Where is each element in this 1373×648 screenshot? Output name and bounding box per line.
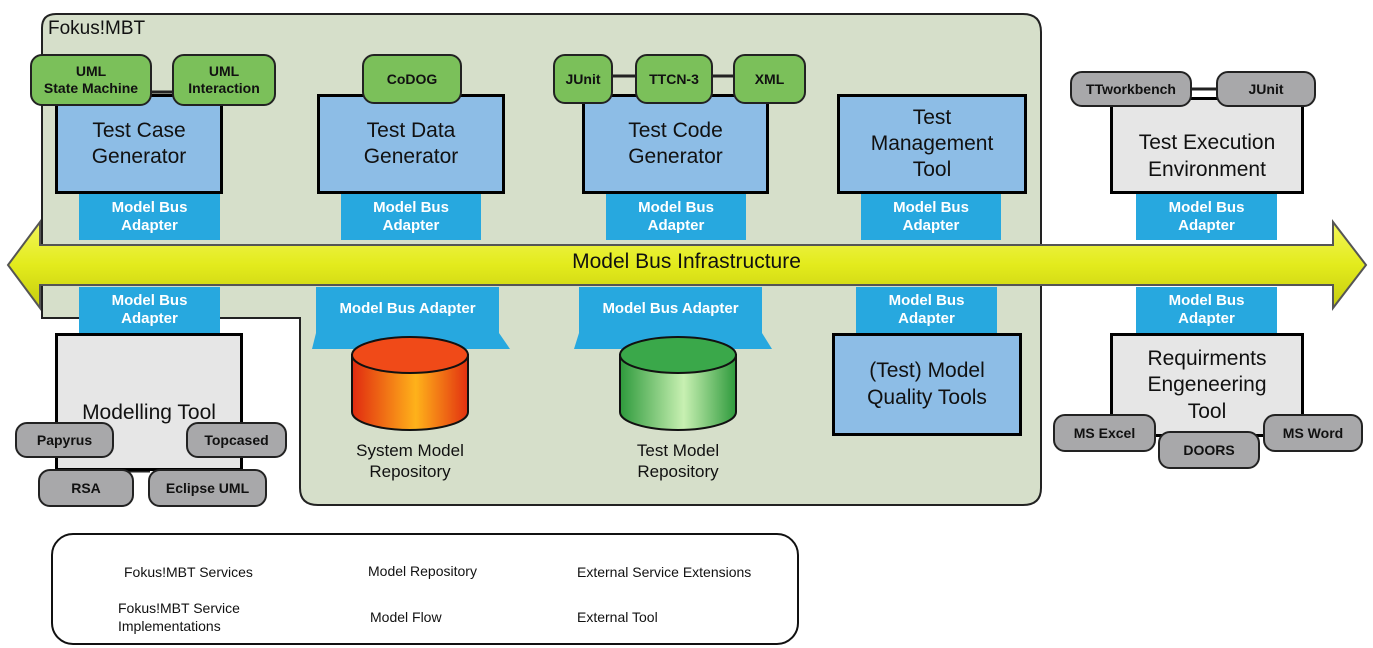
- model-bus-adapter-label: Model Bus Adapter: [339, 299, 476, 317]
- model-bus-adapter: Model Bus Adapter: [79, 287, 220, 333]
- ttworkbench-tool[interactable]: TTworkbench: [1070, 71, 1192, 107]
- model-bus-arrow: [6, 218, 1368, 312]
- legend-repository-label: Model Repository: [368, 563, 477, 579]
- model-bus-adapter: Model Bus Adapter: [1136, 194, 1277, 240]
- model-bus-label: Model Bus Infrastructure: [572, 250, 801, 273]
- junit-tool[interactable]: JUnit: [1216, 71, 1316, 107]
- model-bus-adapter: Model Bus Adapter: [341, 194, 481, 240]
- model-quality-tools[interactable]: (Test) Model Quality Tools: [832, 333, 1022, 436]
- model-bus-adapter: Model Bus Adapter: [606, 194, 746, 240]
- ms-word-tool[interactable]: MS Word: [1263, 414, 1363, 452]
- doors-tool[interactable]: DOORS: [1158, 431, 1260, 469]
- legend-extensions-label: External Service Extensions: [577, 564, 752, 580]
- model-bus-adapter-system-repo: [312, 287, 510, 349]
- model-bus-adapter: Model Bus Adapter: [861, 194, 1001, 240]
- eclipse-uml-tool[interactable]: Eclipse UML: [148, 469, 267, 507]
- ms-excel-tool[interactable]: MS Excel: [1053, 414, 1156, 452]
- test-case-generator[interactable]: Test Case Generator: [55, 94, 223, 194]
- codog-impl[interactable]: CoDOG: [362, 54, 462, 104]
- rsa-tool[interactable]: RSA: [38, 469, 134, 507]
- ttcn3-impl[interactable]: TTCN-3: [635, 54, 713, 104]
- system-model-repository-label: System Model Repository: [356, 441, 464, 482]
- model-bus-adapter: Model Bus Adapter: [856, 287, 997, 333]
- model-bus-adapter: Model Bus Adapter: [79, 194, 220, 240]
- test-data-generator[interactable]: Test Data Generator: [317, 94, 505, 194]
- legend-implementations-label: Fokus!MBT Service Implementations: [118, 600, 240, 634]
- legend-tool-label: External Tool: [577, 609, 658, 625]
- legend-services-label: Fokus!MBT Services: [124, 564, 253, 580]
- system-model-repository-cylinder: [351, 336, 469, 431]
- legend-flow-label: Model Flow: [370, 609, 442, 625]
- uml-interaction-impl[interactable]: UML Interaction: [172, 54, 276, 106]
- test-model-repository-label: Test Model Repository: [636, 441, 720, 482]
- fokusmbt-region-label: Fokus!MBT: [48, 18, 146, 39]
- model-bus-adapter-test-repo: [574, 287, 772, 349]
- test-model-repository-cylinder: [619, 336, 737, 431]
- model-bus-adapter: Model Bus Adapter: [1136, 287, 1277, 333]
- legend: [51, 533, 799, 645]
- test-execution-environment[interactable]: Test Execution Environment: [1110, 97, 1304, 194]
- test-management-tool[interactable]: Test Management Tool: [837, 94, 1027, 194]
- topcased-tool[interactable]: Topcased: [186, 422, 287, 458]
- model-bus-adapter-label: Model Bus Adapter: [602, 299, 739, 317]
- uml-state-machine-impl[interactable]: UML State Machine: [30, 54, 152, 106]
- xml-impl[interactable]: XML: [733, 54, 806, 104]
- junit-impl[interactable]: JUnit: [553, 54, 613, 104]
- papyrus-tool[interactable]: Papyrus: [15, 422, 114, 458]
- test-code-generator[interactable]: Test Code Generator: [582, 94, 769, 194]
